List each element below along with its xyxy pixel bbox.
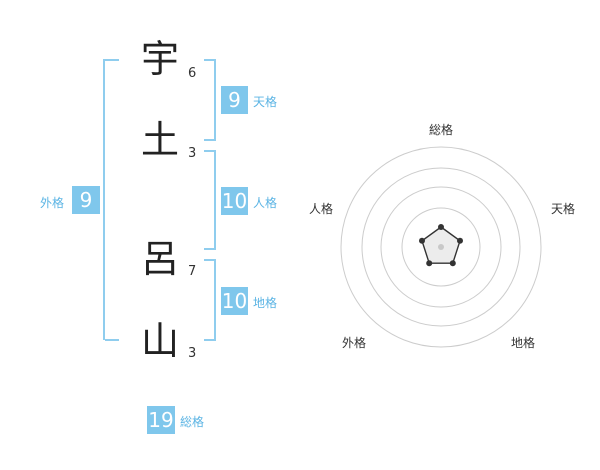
jinkaku-label: 人格 bbox=[253, 196, 278, 210]
tenkaku-label: 天格 bbox=[253, 95, 278, 109]
radar-point-tenkaku bbox=[457, 237, 463, 244]
radar-label-soukaku: 総格 bbox=[429, 122, 453, 137]
stroke-count-2: 3 bbox=[188, 146, 197, 161]
jinkaku-value: 10 bbox=[221, 187, 248, 215]
radar-ring-2 bbox=[361, 167, 521, 327]
name-char-4: 山 bbox=[141, 319, 180, 363]
radar-point-chikaku bbox=[449, 260, 456, 267]
name-char-3: 呂 bbox=[141, 237, 180, 281]
gaikaku-label: 外格 bbox=[40, 196, 65, 210]
tenkaku-value: 9 bbox=[221, 86, 248, 114]
radar-label-tenkaku: 天格 bbox=[551, 201, 575, 216]
stroke-count-1: 6 bbox=[188, 66, 197, 81]
radar-label-gaikaku: 外格 bbox=[342, 335, 366, 350]
stroke-count-3: 7 bbox=[188, 264, 197, 279]
radar-polygon bbox=[421, 226, 461, 264]
radar-ring-4 bbox=[401, 207, 481, 287]
stroke-count-4: 3 bbox=[188, 346, 197, 361]
radar-label-jinkaku: 人格 bbox=[309, 201, 333, 216]
radar-label-chikaku: 地格 bbox=[511, 335, 535, 350]
soukaku-value: 19 bbox=[147, 406, 175, 434]
name-char-2: 土 bbox=[141, 118, 180, 162]
radar-ring-3 bbox=[380, 186, 502, 308]
chikaku-label: 地格 bbox=[253, 296, 278, 310]
radar-point-gaikaku bbox=[426, 260, 433, 267]
name-char-1: 宇 bbox=[141, 37, 180, 81]
chikaku-value: 10 bbox=[221, 287, 248, 315]
radar-ring-1 bbox=[340, 146, 542, 348]
radar-point-jinkaku bbox=[419, 237, 425, 244]
radar-center bbox=[438, 244, 444, 250]
gaikaku-value: 9 bbox=[72, 186, 100, 214]
soukaku-label: 総格 bbox=[180, 415, 205, 429]
radar-point-soukaku bbox=[438, 224, 444, 230]
